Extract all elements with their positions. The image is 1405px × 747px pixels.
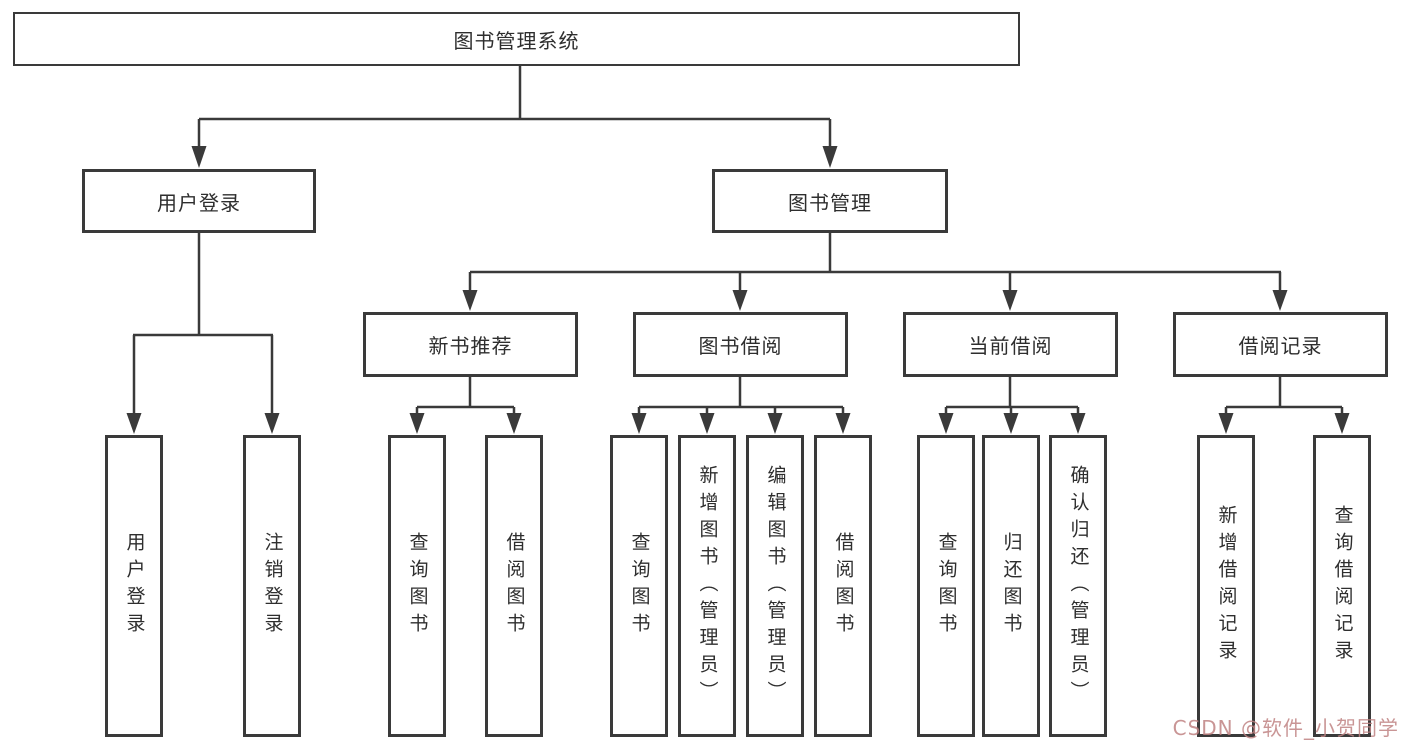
node-borrow-records: 借阅记录 <box>1173 312 1388 377</box>
node-user-login: 用户登录 <box>82 169 316 233</box>
leaf-add-borrow-record: 新增借阅记录 <box>1197 435 1255 737</box>
connector-stems <box>132 66 1344 418</box>
leaf-query-books-borrow: 查询图书 <box>610 435 668 737</box>
leaf-borrow-books: 借阅图书 <box>814 435 872 737</box>
leaf-user-login: 用户登录 <box>105 435 163 737</box>
leaf-add-book-admin: 新增图书（管理员） <box>678 435 736 737</box>
leaf-query-books-recommend: 查询图书 <box>388 435 446 737</box>
leaf-confirm-return-admin: 确认归还（管理员） <box>1049 435 1107 737</box>
leaf-logout: 注销登录 <box>243 435 301 737</box>
node-root-library-system: 图书管理系统 <box>13 12 1020 66</box>
csdn-watermark: CSDN @软件_小贺同学 <box>1172 716 1399 740</box>
leaf-borrow-books-recommend: 借阅图书 <box>485 435 543 737</box>
node-current-borrow: 当前借阅 <box>903 312 1118 377</box>
leaf-edit-book-admin: 编辑图书（管理员） <box>746 435 804 737</box>
leaf-query-books-current: 查询图书 <box>917 435 975 737</box>
leaf-query-borrow-record: 查询借阅记录 <box>1313 435 1371 737</box>
arrow-heads <box>126 146 1350 434</box>
leaf-return-books: 归还图书 <box>982 435 1040 737</box>
node-new-book-recommend: 新书推荐 <box>363 312 578 377</box>
node-book-borrow: 图书借阅 <box>633 312 848 377</box>
node-book-management: 图书管理 <box>712 169 948 233</box>
